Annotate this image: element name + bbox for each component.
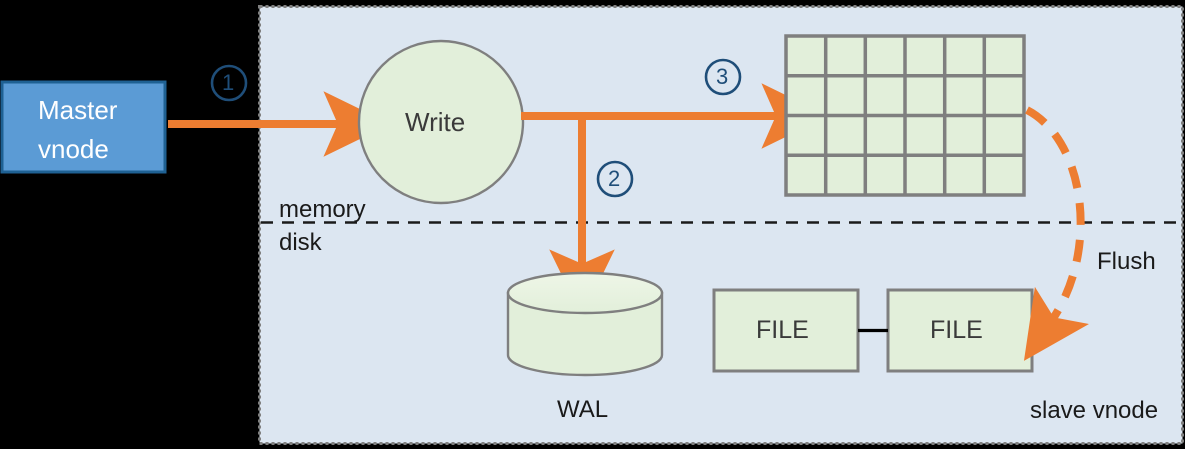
step-1-badge — [210, 64, 248, 102]
write-circle — [357, 39, 525, 205]
step-2-number: 2 — [608, 166, 621, 191]
step-3-badge — [704, 58, 742, 96]
memory-table-grid — [784, 34, 1026, 197]
wal-cylinder — [506, 271, 664, 377]
write-circle-label: Write — [405, 107, 466, 137]
master-vnode-label-line1: Master — [38, 95, 118, 125]
file-box-1-label: FILE — [756, 316, 809, 344]
master-vnode-label-line2: vnode — [38, 134, 109, 164]
step-1-number: 1 — [222, 70, 235, 95]
file-box-2 — [886, 288, 1034, 373]
master-vnode-box — [0, 80, 167, 174]
wal-label: WAL — [557, 396, 609, 423]
step-3-number: 3 — [716, 64, 729, 89]
flush-arrow — [1023, 106, 1090, 361]
slave-vnode-label: slave vnode — [1030, 397, 1159, 424]
step-2-badge — [596, 160, 634, 198]
disk-layer-label: disk — [279, 229, 322, 256]
memory-layer-label: memory — [279, 196, 366, 223]
file-box-2-label: FILE — [930, 316, 983, 344]
flush-label: Flush — [1097, 248, 1156, 275]
